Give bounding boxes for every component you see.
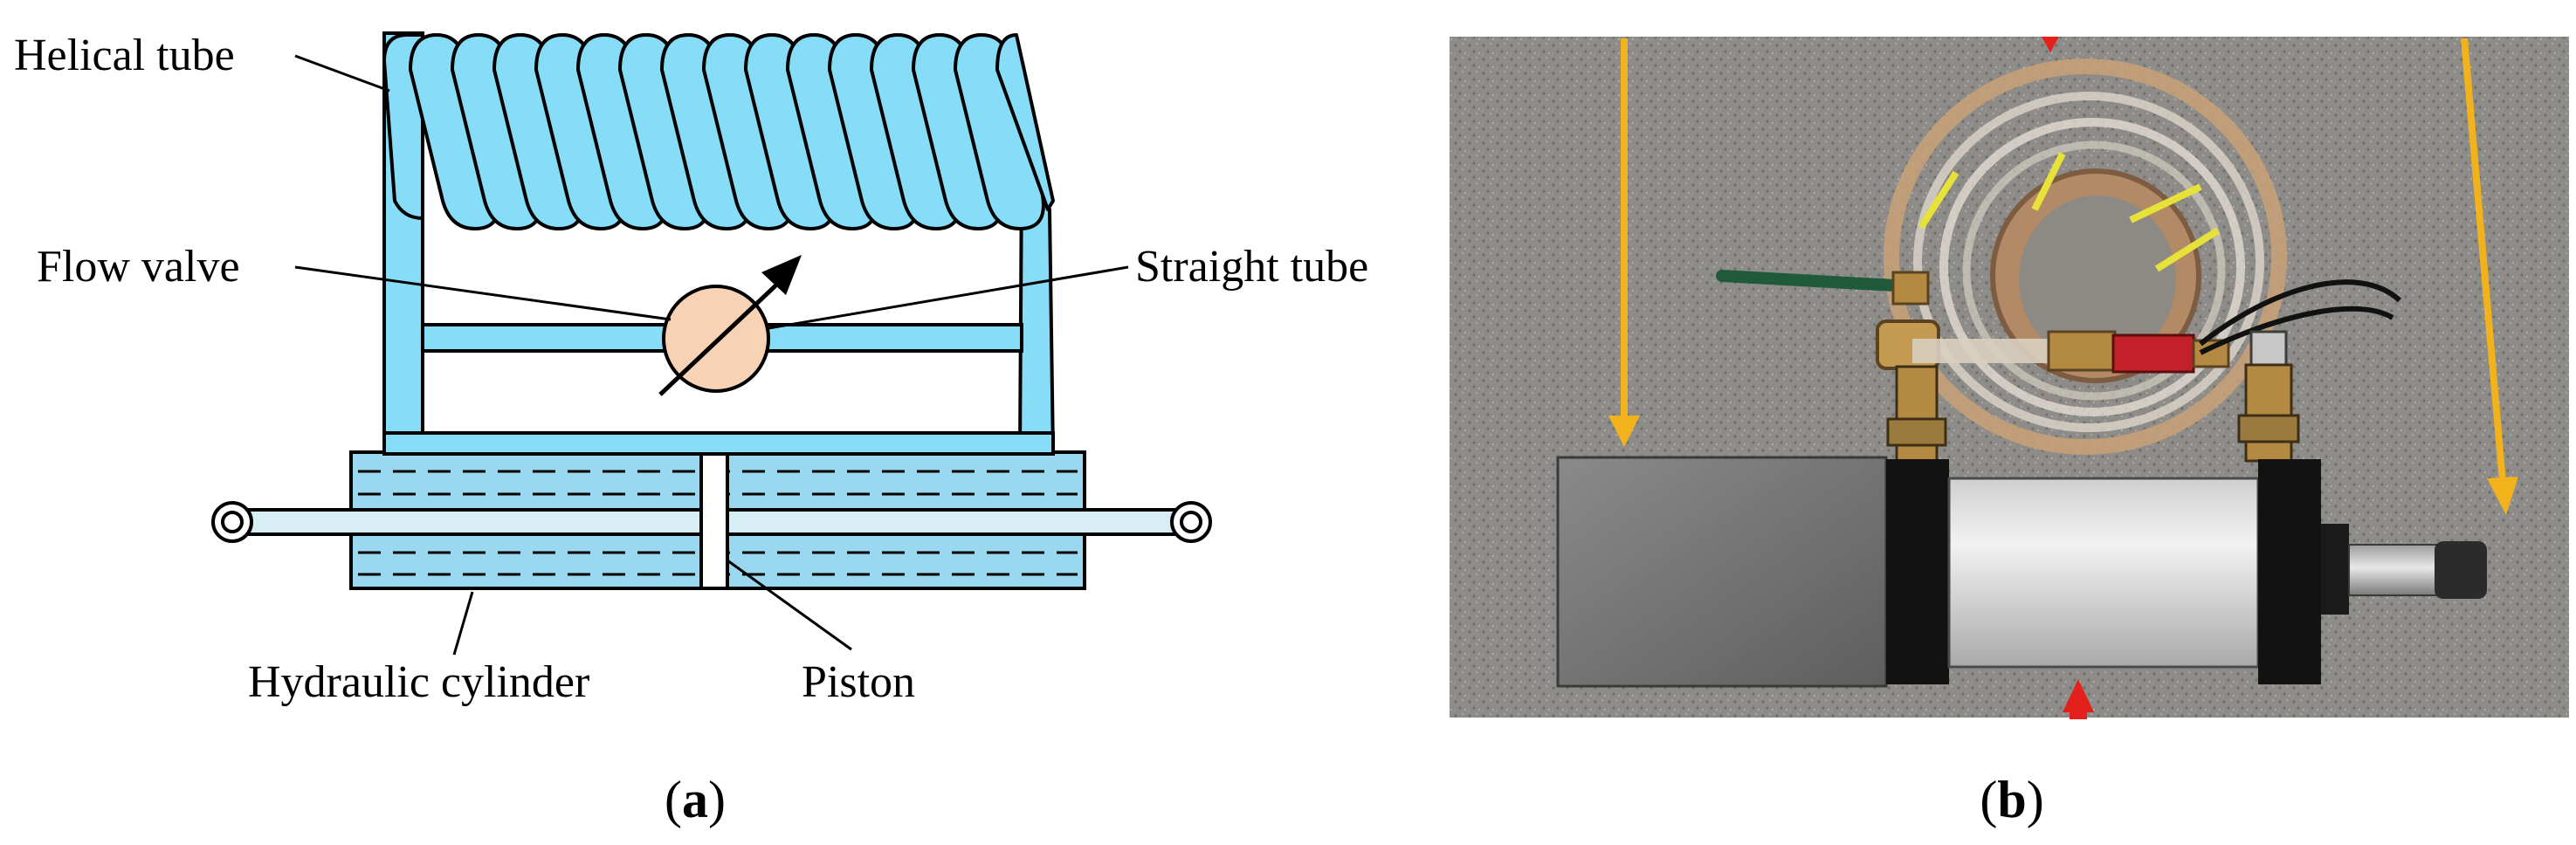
photo-red-arrows <box>2042 37 2094 719</box>
piston-label: Piston <box>802 657 915 707</box>
helical-tube <box>382 33 1055 230</box>
leader-lines <box>294 54 1129 656</box>
photo-gray-block <box>1556 456 1888 688</box>
valve-arrow-head <box>761 255 802 295</box>
caption-b: (b) <box>1980 771 2043 828</box>
hydraulic-cylinder-label: Hydraulic cylinder <box>248 657 589 707</box>
photo-valve <box>1716 270 2402 463</box>
photo-yellow-arrows <box>1608 38 2518 515</box>
photo-panel: (b) <box>1450 37 2569 828</box>
straight-tube-label: Straight tube <box>1135 242 1368 292</box>
flow-valve-label: Flow valve <box>37 242 240 292</box>
rod-eye-left <box>211 501 253 543</box>
caption-a: (a) <box>665 771 726 828</box>
schematic-panel: Helical tube Flow valve Straight tube Hy… <box>14 31 1368 828</box>
photo-cylinder <box>1886 459 2487 684</box>
rod-eye-right <box>1170 501 1212 543</box>
photo-helical-coil <box>1884 58 2287 455</box>
helical-tube-label: Helical tube <box>14 31 235 80</box>
bottom-tube-link <box>382 431 1055 456</box>
piston <box>699 450 729 590</box>
flow-valve <box>658 255 802 396</box>
